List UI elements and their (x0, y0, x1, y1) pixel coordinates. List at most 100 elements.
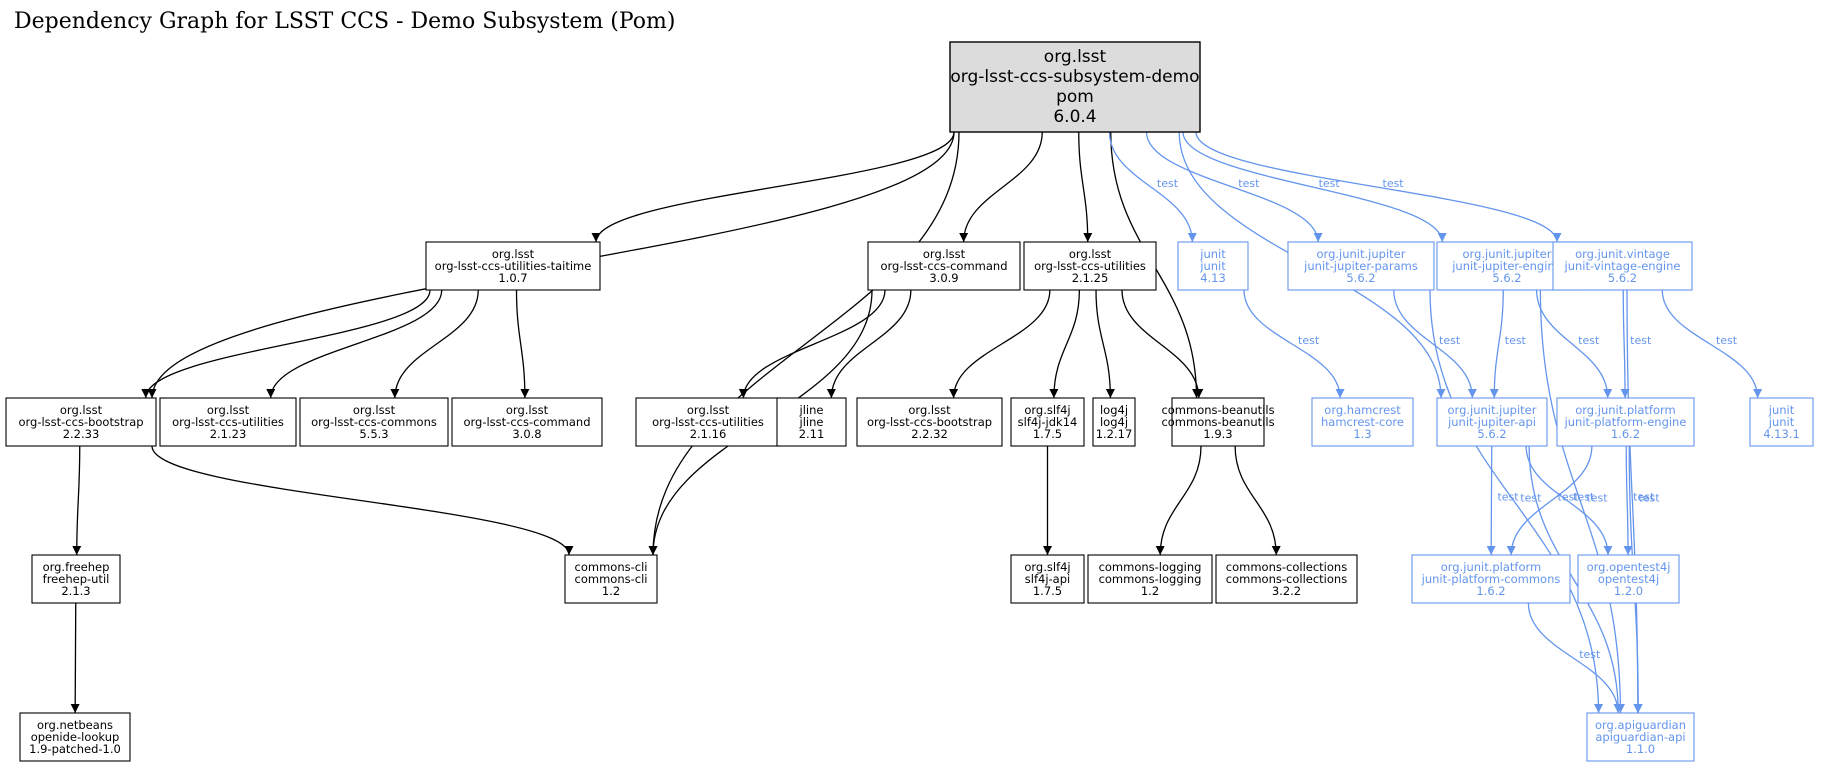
node-box (1087, 554, 1213, 604)
edge-label: test (1573, 491, 1595, 504)
node-label-line: org.freehep (43, 560, 110, 574)
node-box (1311, 397, 1414, 447)
node-label-line: org-lsst-ccs-bootstrap (18, 415, 143, 429)
edge-beanutils-logging (1155, 445, 1202, 556)
node-label-line: org.lsst (1044, 47, 1107, 67)
edge-freehep-openide (70, 602, 80, 714)
node-label-line: slf4j-jdk14 (1018, 415, 1078, 429)
node-label-line: 5.6.2 (1492, 271, 1521, 285)
node-label-line: commons-beanutils (1161, 403, 1274, 417)
node-box (1215, 554, 1358, 604)
node-label-line: 4.13 (1200, 271, 1226, 285)
node-label-line: commons-logging (1099, 572, 1202, 586)
edge-params-japi (1393, 289, 1477, 399)
edge-root-utilities2125 (1078, 131, 1093, 243)
node-box (299, 397, 449, 447)
edge-utilities2125-slf4jjdk (1049, 289, 1081, 399)
node-label-line: org.slf4j (1024, 560, 1070, 574)
node-label-line: commons-cli (575, 572, 648, 586)
node-box (159, 397, 297, 447)
node-label-line: org-lsst-ccs-utilities (172, 415, 284, 429)
node-label-line: junit-platform-commons (1421, 572, 1561, 586)
graph-title: Dependency Graph for LSST CCS - Demo Sub… (14, 9, 675, 34)
node-box (867, 241, 1021, 291)
edge-utilities2125-beanutils (1121, 289, 1204, 399)
node-box (1092, 397, 1136, 447)
edge-label: test (1298, 334, 1320, 347)
edge-vengine-pengine (1620, 289, 1630, 399)
edge-taitime-command308 (515, 289, 530, 399)
node-label-line: freehep-util (43, 572, 110, 586)
edge-label: test (1579, 648, 1601, 661)
edge-bootstrap2233-freehep (72, 445, 82, 556)
edge-label: test (1558, 491, 1580, 504)
node-box (1749, 397, 1814, 447)
node-box (1177, 241, 1249, 291)
edge-japi-apiguardian (1528, 445, 1623, 714)
node-box (1586, 712, 1695, 762)
node-box (949, 41, 1201, 133)
edge-junit413-hamcrest (1243, 289, 1345, 399)
node-label-line: org.lsst (60, 403, 103, 417)
node-label-line: org.junit.jupiter (1463, 247, 1552, 261)
node-label-line: pom (1056, 87, 1094, 107)
node-label-line: 2.1.23 (210, 427, 247, 441)
node-label-line: junit-jupiter-engine (1451, 259, 1562, 273)
node-label-line: 2.1.16 (690, 427, 727, 441)
node-label-line: org.junit.platform (1441, 560, 1542, 574)
edge-bootstrap2233-cli (151, 445, 574, 556)
node-label-line: 1.1.0 (1626, 742, 1655, 756)
node-label-line: junit (1768, 415, 1795, 429)
node-label-line: junit (1199, 259, 1226, 273)
node-box (1436, 397, 1548, 447)
edge-label: test (1497, 491, 1519, 504)
edge-label: test (1630, 334, 1652, 347)
node-label-line: log4j (1100, 415, 1128, 429)
node-box (1577, 554, 1680, 604)
node-label-line: 4.13.1 (1763, 427, 1800, 441)
node-label-line: org-lsst-ccs-bootstrap (867, 415, 992, 429)
edge-label: test (1638, 492, 1660, 505)
edge-pengine-opentest4j (1623, 445, 1633, 556)
node-label-line: org.junit.platform (1575, 403, 1676, 417)
node-label-line: org.opentest4j (1587, 560, 1671, 574)
edge-japi-pcommons (1486, 445, 1496, 556)
node-label-line: org.apiguardian (1595, 718, 1686, 732)
node-label-line: 1.9.3 (1203, 427, 1232, 441)
node-label-line: 5.5.3 (359, 427, 388, 441)
node-box (1010, 397, 1085, 447)
node-label-line: commons-beanutils (1161, 415, 1274, 429)
node-label-line: commons-collections (1226, 572, 1347, 586)
node-label-line: org.lsst (492, 247, 535, 261)
node-label-line: org.junit.vintage (1575, 247, 1670, 261)
node-label-line: 3.0.8 (512, 427, 541, 441)
edge-command309-utilities2116 (738, 289, 886, 399)
node-label-line: 1.7.5 (1033, 584, 1062, 598)
edge-utilities2125-log4j (1095, 289, 1115, 399)
edge-utilities2125-bootstrap2232 (949, 289, 1051, 399)
node-box (31, 554, 121, 604)
node-box (1287, 241, 1435, 291)
edge-root-jengine (1182, 131, 1447, 243)
edge-label: test (1157, 177, 1179, 190)
node-label-line: 3.2.2 (1272, 584, 1301, 598)
node-label-line: 3.0.9 (929, 271, 958, 285)
node-collections: commons-collectionscommons-collections3.… (1215, 554, 1358, 604)
edge-label: test (1578, 334, 1600, 347)
node-params: org.junit.jupiterjunit-jupiter-params5.6… (1287, 241, 1435, 291)
node-box (1552, 241, 1693, 291)
node-label-line: org.lsst (353, 403, 396, 417)
